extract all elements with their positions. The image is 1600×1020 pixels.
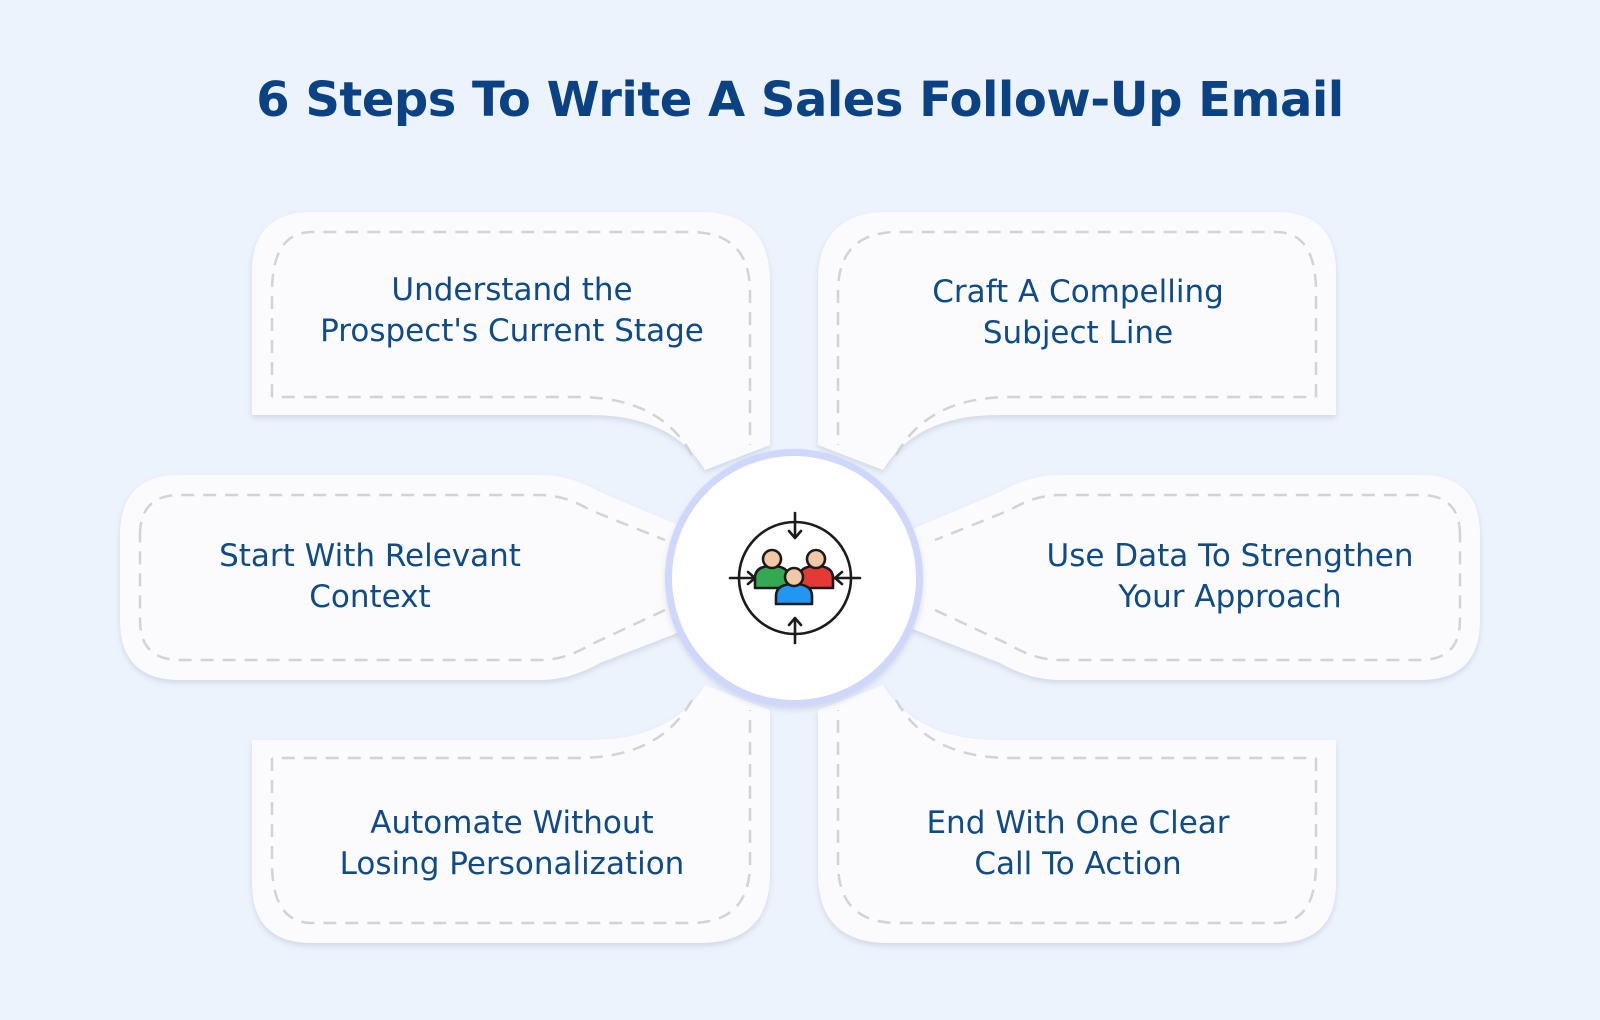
step-card-middle-left: [120, 475, 690, 680]
step-card-middle-right: [910, 475, 1480, 680]
step-label-top-left: Understand the Prospect's Current Stage: [320, 272, 704, 349]
step-card-bottom-left: [252, 685, 770, 943]
step-label-middle-left: Start With Relevant Context: [219, 538, 521, 615]
step-card-top-right: [818, 212, 1336, 470]
step-label-top-right: Craft A Compelling Subject Line: [932, 274, 1224, 351]
step-label-bottom-left: Automate Without Losing Personalization: [339, 805, 685, 882]
page-title: 6 Steps To Write A Sales Follow-Up Email: [256, 72, 1344, 128]
step-card-bottom-right: [818, 685, 1336, 943]
team-target-icon: [728, 511, 862, 645]
step-label-middle-right: Use Data To Strengthen Your Approach: [1046, 538, 1414, 615]
step-card-top-left: [252, 212, 770, 470]
step-label-bottom-right: End With One Clear Call To Action: [926, 805, 1230, 882]
